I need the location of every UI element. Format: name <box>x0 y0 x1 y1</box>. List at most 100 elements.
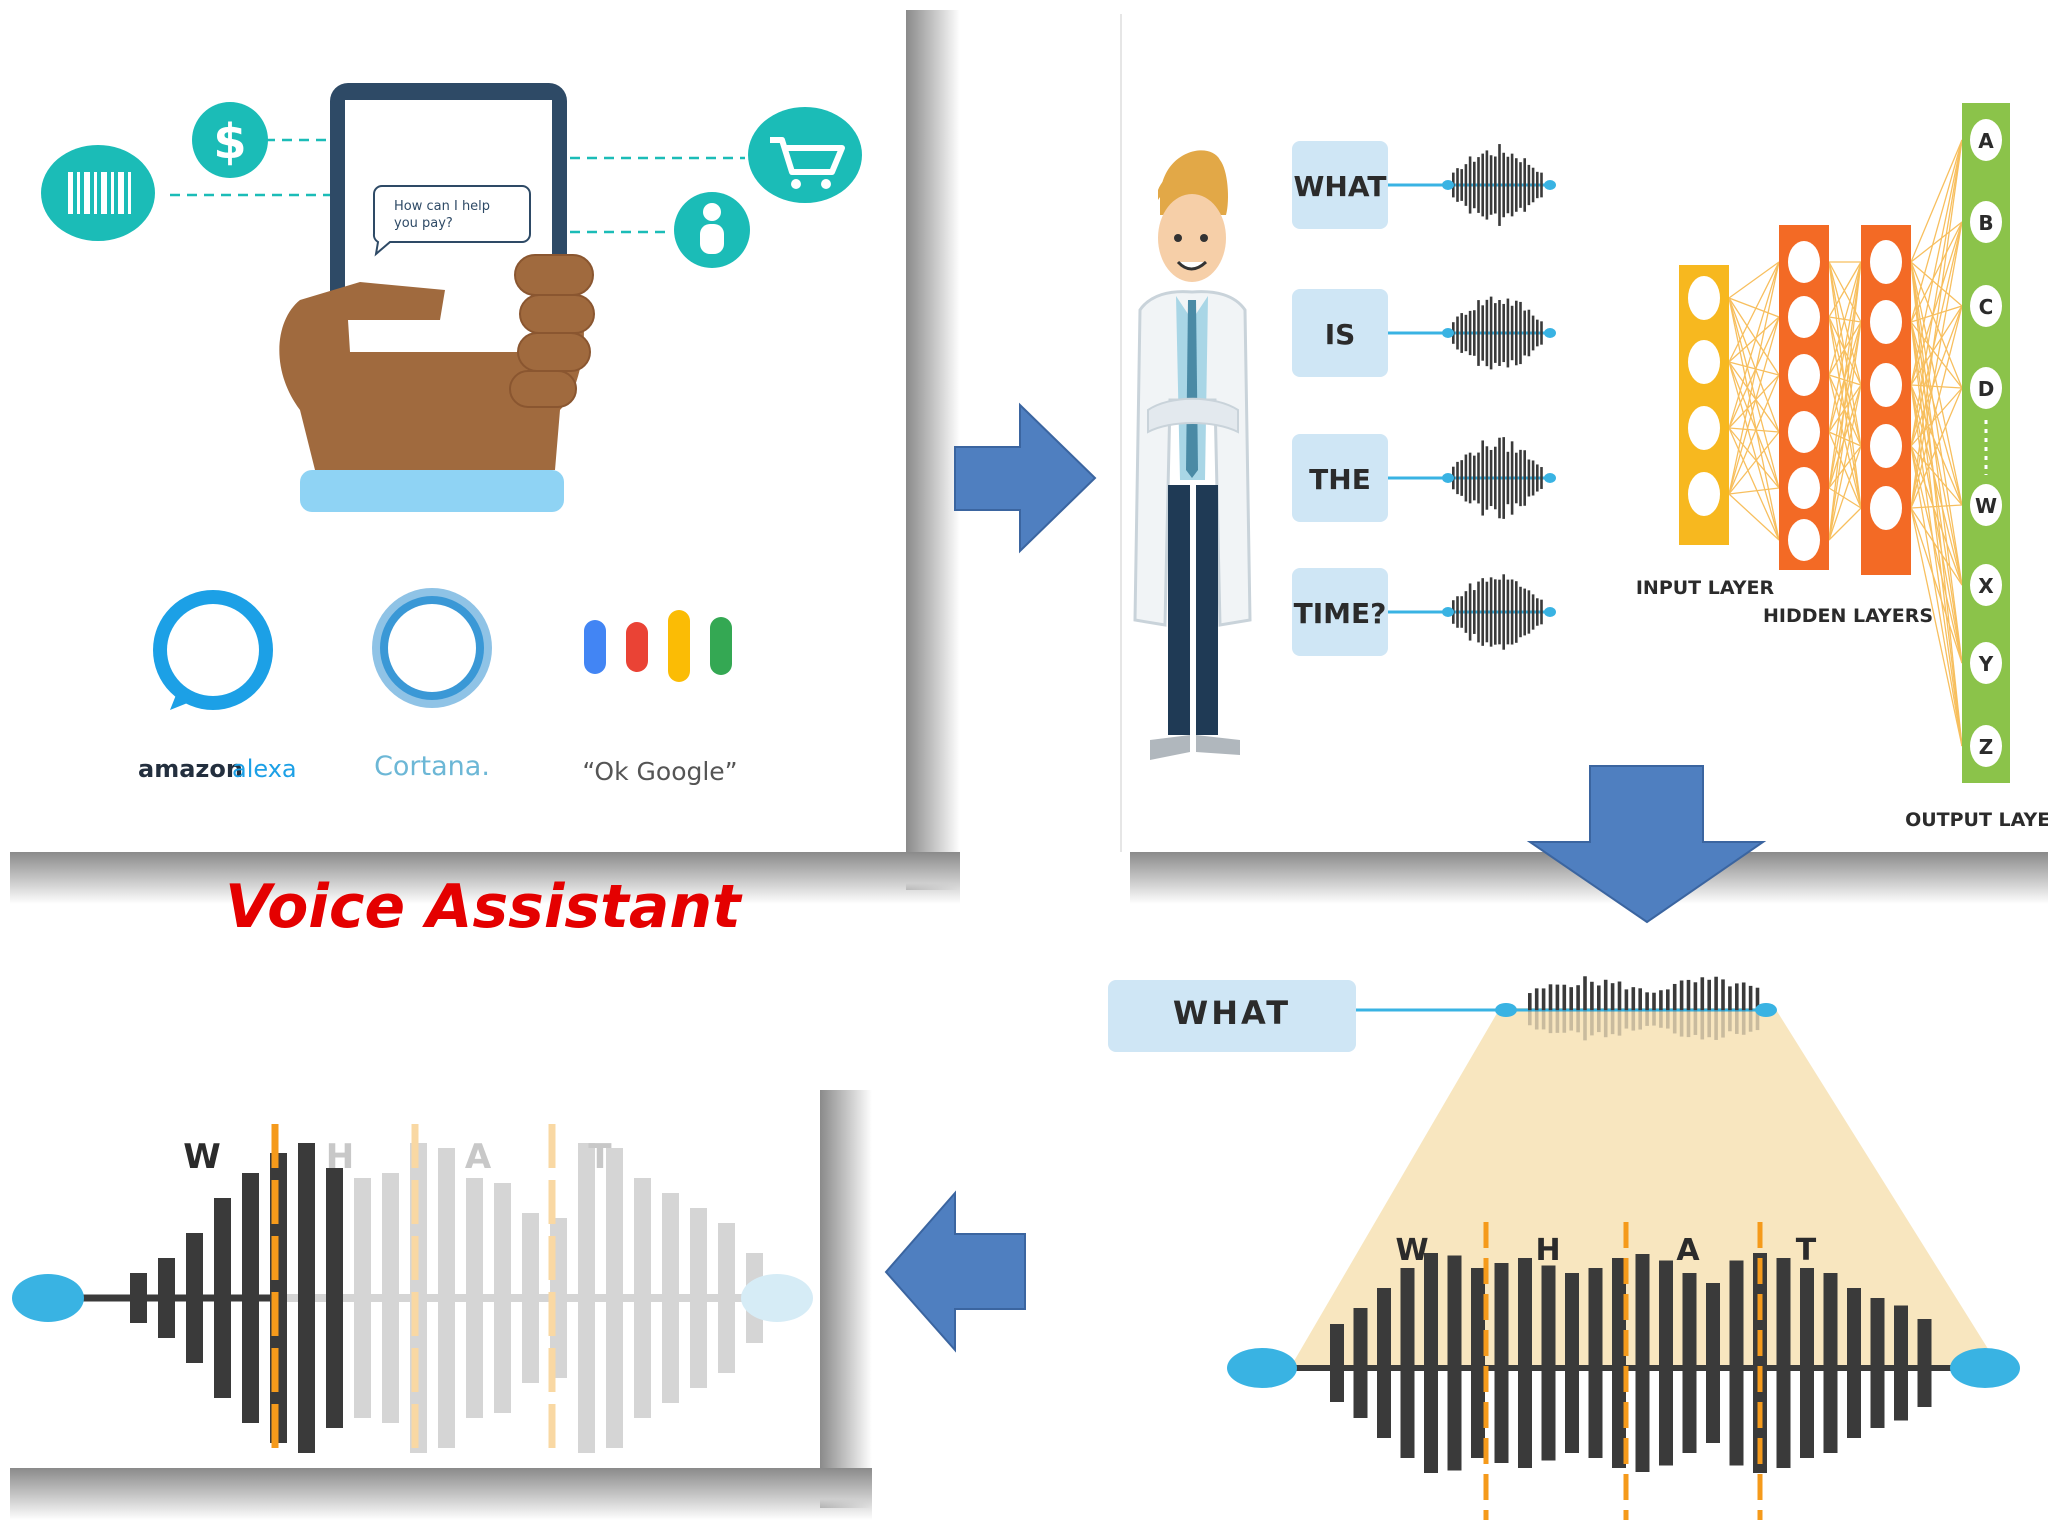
waveform-reflection <box>1666 1010 1670 1029</box>
waveform-bar <box>1515 158 1518 212</box>
waveform-bar <box>1624 989 1629 1010</box>
waveform-bar <box>1706 1283 1720 1443</box>
waveform-reflection <box>1569 1010 1573 1031</box>
waveform-bar <box>1377 1288 1391 1438</box>
output-letter-7: Y <box>1978 652 1994 676</box>
waveform-bar <box>522 1213 539 1383</box>
waveform-bar <box>1536 171 1539 199</box>
hidden-node <box>1788 467 1820 509</box>
waveform-bar <box>606 1148 623 1448</box>
hidden-node <box>1788 519 1820 561</box>
waveform-reflection <box>1555 1010 1560 1033</box>
output-letter-3: C <box>1979 295 1994 319</box>
waveform-bar <box>1481 153 1484 217</box>
dollar-icon: $ <box>192 102 268 178</box>
waveform-bar <box>1519 301 1522 365</box>
waveform-reflection <box>1652 1010 1656 1026</box>
waveform-bar <box>1588 1268 1603 1458</box>
waveform-bar <box>1494 1263 1509 1463</box>
speech-waveforms <box>1388 144 1556 650</box>
caption-voice-assistant: Voice Assistant <box>225 872 741 942</box>
waveform-bar <box>1823 1273 1838 1453</box>
output-node <box>1970 119 2002 161</box>
waveform-bar <box>1464 314 1468 352</box>
output-node <box>1970 642 2002 684</box>
waveform-bar <box>1510 579 1514 645</box>
waveform-bar <box>1541 988 1546 1010</box>
waveform-bar <box>1460 313 1463 353</box>
waveform-bar <box>1686 979 1691 1010</box>
output-layer-label: OUTPUT LAYER <box>1905 809 2048 831</box>
waveform-bar <box>1506 156 1510 214</box>
waveform-reflection <box>1638 1010 1642 1030</box>
segment-letter-3: A <box>1676 1233 1700 1268</box>
waveform-bar <box>1502 303 1505 363</box>
waveform-bar <box>1515 300 1518 366</box>
waveform-bar <box>1502 152 1505 218</box>
waveform-bar <box>1565 1273 1579 1453</box>
waveform-bar <box>1477 581 1480 643</box>
waveform-bar <box>1729 1260 1744 1466</box>
waveform-bar <box>1424 1253 1438 1473</box>
waveform-bar <box>1473 590 1476 634</box>
word-box-2 <box>1292 289 1388 377</box>
waveform-bar <box>1631 987 1636 1010</box>
input-node <box>1688 276 1720 320</box>
waveform-bar <box>1700 977 1705 1010</box>
cart-icon <box>748 107 862 203</box>
waveform-reflection <box>1534 1010 1539 1030</box>
waveform-bar <box>214 1198 231 1398</box>
waveform-reflection <box>1741 1010 1746 1035</box>
waveform-reflection <box>1707 1010 1711 1038</box>
hidden-node <box>1870 486 1902 530</box>
waveform-bar <box>1468 310 1472 356</box>
segment-letter-4: T <box>1796 1233 1817 1268</box>
waveform-bar <box>1576 985 1580 1010</box>
waveform-bar <box>1569 987 1573 1010</box>
google-label: “Ok Google” <box>582 757 737 786</box>
cortana-label: Cortana. <box>374 751 490 782</box>
hidden-layers-label: HIDDEN LAYERS <box>1763 605 1933 627</box>
waveform-reflection <box>1728 1010 1732 1032</box>
waveform-bar <box>1515 581 1518 643</box>
hidden-node <box>1788 241 1820 283</box>
input-node <box>1688 472 1720 516</box>
google-assistant-logo: “Ok Google” <box>582 610 738 786</box>
waveform-bar <box>1870 1298 1885 1428</box>
waveform-bar <box>1473 161 1476 209</box>
waveform-reflection <box>1617 1010 1622 1036</box>
waveform-bar <box>1603 979 1608 1010</box>
cortana-logo: Cortana. <box>372 588 492 782</box>
waveform-bar <box>1456 316 1459 350</box>
waveform-bar <box>1502 574 1505 650</box>
waveform-bar <box>1679 980 1684 1010</box>
waveform-bar <box>1540 172 1543 198</box>
waveform-reflection <box>1700 1010 1705 1040</box>
waveform-bar <box>1894 1305 1908 1421</box>
waveform-bar <box>1541 1265 1556 1461</box>
waveform-reflection <box>1686 1010 1691 1038</box>
waveform-bar <box>1714 976 1718 1010</box>
waveform-bar <box>1800 1268 1814 1458</box>
word-label-3: THE <box>1309 463 1371 496</box>
waveform-reflection <box>1624 1010 1629 1029</box>
waveform-bar <box>1536 464 1539 492</box>
waveform-reflection <box>1631 1010 1636 1031</box>
word-box-1 <box>1292 141 1388 229</box>
waveform-bar <box>1597 985 1601 1010</box>
hidden-node <box>1870 424 1902 468</box>
bubble-line-1: How can I help <box>394 199 490 214</box>
waveform-bar <box>1682 1273 1697 1453</box>
waveform-bar <box>1531 315 1535 351</box>
waveform-bar <box>186 1233 203 1363</box>
waveform-bar <box>1494 579 1497 645</box>
output-node <box>1970 725 2002 767</box>
highlight-letter-2: H <box>326 1137 354 1177</box>
waveform-bar <box>1735 983 1739 1010</box>
waveform-bar <box>1510 153 1514 217</box>
waveform-bar <box>1540 321 1543 345</box>
waveform-bar <box>1518 1258 1532 1468</box>
